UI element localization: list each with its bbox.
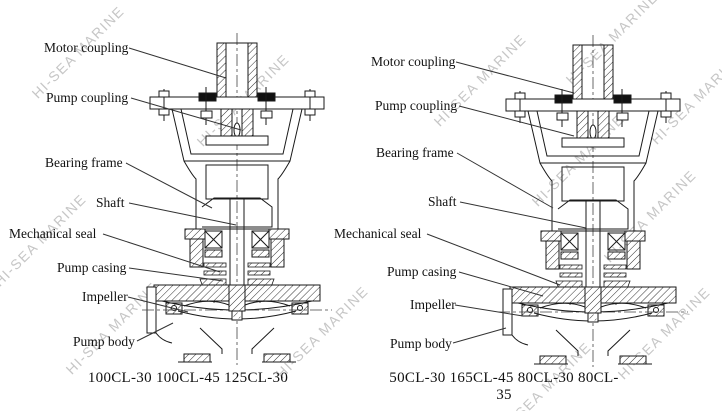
pump-cross-section-right [498,34,688,368]
label-bearing-frame-left: Bearing frame [45,155,123,170]
label-pump-casing-left: Pump casing [57,260,127,275]
caption-left-models: 100CL-30 100CL-45 125CL-30 [87,370,289,386]
label-pump-coupling-left: Pump coupling [46,90,129,105]
label-mechanical-seal-left: Mechanical seal [9,226,97,241]
label-impeller-left: Impeller [82,289,128,304]
label-impeller-right: Impeller [410,297,456,312]
label-motor-coupling-left: Motor coupling [44,40,129,55]
caption-right-models: 50CL-30 165CL-45 80CL-30 80CL-35 [389,370,619,403]
label-bearing-frame-right: Bearing frame [376,145,454,160]
label-pump-coupling-right: Pump coupling [375,98,458,113]
label-pump-body-right: Pump body [390,336,452,351]
label-pump-body-left: Pump body [73,334,135,349]
leader-lines-left [102,47,242,342]
label-motor-coupling-right: Motor coupling [371,54,456,69]
label-pump-casing-right: Pump casing [387,264,457,279]
label-mechanical-seal-right: Mechanical seal [334,226,422,241]
label-shaft-right: Shaft [428,194,457,209]
leader-lines-right [426,61,587,344]
pump-cross-section-left [142,33,332,365]
label-shaft-left: Shaft [96,195,125,210]
